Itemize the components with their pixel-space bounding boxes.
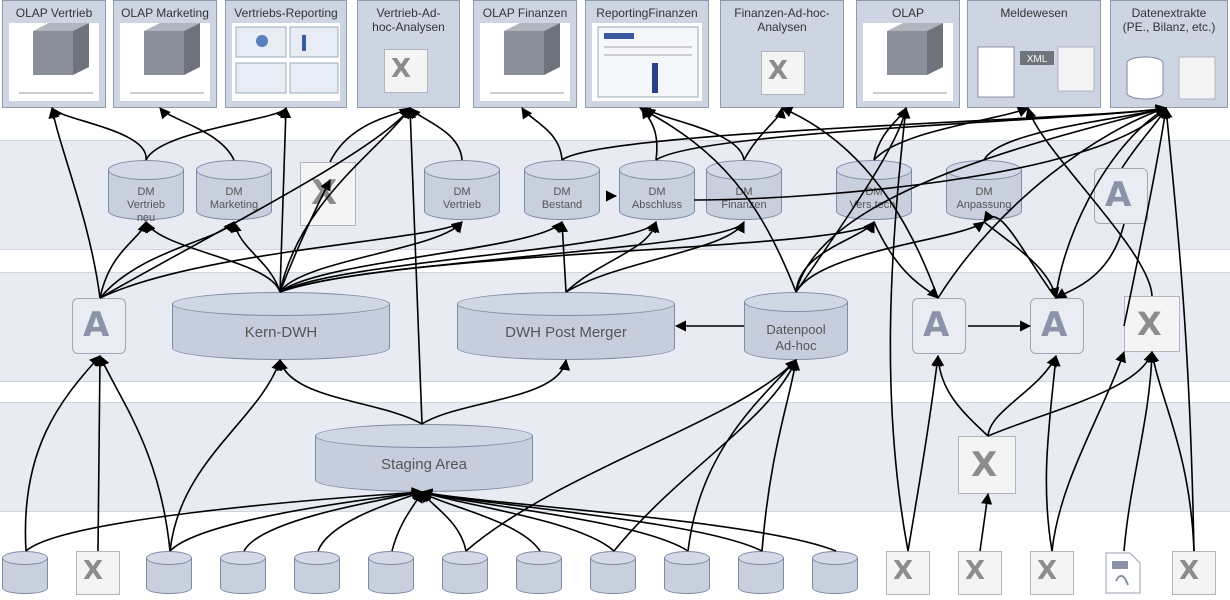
target-reporting-finanzen: ReportingFinanzen [585,0,709,108]
staging-area-cylinder: Staging Area [315,424,533,492]
excel-source-icon: X [958,551,1002,595]
target-olap-vertrieb: OLAP Vertrieb [2,0,106,108]
dm-marketing: DM Marketing [196,160,272,222]
target-label: OLAP Finanzen [482,6,568,20]
target-label: Datenextrakte (PE., Bilanz, etc.) [1122,6,1216,34]
xml-files-icon: XML [976,41,1096,106]
excel-source-icon: X [1172,551,1216,595]
excel-source-icon: X [76,551,120,595]
source-database [146,551,192,595]
staging-layer-band [0,402,1230,512]
excel-files-icon: X [761,51,805,95]
source-database [812,551,858,595]
target-label: Finanzen-Ad-hoc-Analysen [734,6,830,34]
target-vertriebs-reporting: Vertriebs-Reporting [225,0,347,108]
source-database [442,551,488,595]
dm-vertrieb-neu: DM Vertrieb neu [108,160,184,224]
kern-dwh-cylinder: Kern-DWH [172,292,390,360]
dm-vertrieb: DM Vertrieb [424,160,500,222]
access-db-icon: A [1094,168,1148,224]
target-datenextrakte: Datenextrakte (PE., Bilanz, etc.) [1110,0,1228,108]
database-excel-icon [1125,53,1219,108]
target-meldewesen: Meldewesen XML [967,0,1101,108]
target-label: OLAP Vertrieb [15,6,93,20]
target-label: Vertriebs-Reporting [234,6,338,20]
olap-cube-icon [9,23,99,101]
dwh-post-merger-cylinder: DWH Post Merger [457,292,675,360]
source-database [2,551,48,595]
report-dashboard-icon [232,23,340,101]
target-olap: OLAP [856,0,960,108]
source-database [220,551,266,595]
access-db-icon: A [912,298,966,354]
access-db-icon: A [72,298,126,354]
excel-files-icon: X [300,162,356,226]
olap-cube-icon [120,23,210,101]
dm-bestand: DM Bestand [524,160,600,222]
target-vertrieb-adhoc: Vertrieb-Ad-hoc-Analysen X [357,0,460,108]
excel-source-icon: X [1030,551,1074,595]
olap-cube-icon [863,23,953,101]
target-label: OLAP Marketing [121,6,209,20]
source-database [516,551,562,595]
target-label: Meldewesen [1000,6,1068,20]
target-label: Vertrieb-Ad-hoc-Analysen [372,6,445,34]
target-label: ReportingFinanzen [596,6,698,20]
target-label: OLAP [891,6,924,20]
target-finanzen-adhoc: Finanzen-Ad-hoc-Analysen X [720,0,844,108]
pdf-source-icon [1102,551,1142,600]
target-olap-finanzen: OLAP Finanzen [473,0,577,108]
source-database [590,551,636,595]
source-database [294,551,340,595]
source-database [738,551,784,595]
olap-cube-icon [480,23,570,101]
dm-abschluss: DM Abschluss [619,160,695,222]
svg-text:XML: XML [1027,54,1048,65]
excel-source-icon: X [886,551,930,595]
source-database [368,551,414,595]
report-dashboard-icon [592,23,702,101]
excel-files-icon: X [384,49,428,93]
source-database [664,551,710,595]
target-olap-marketing: OLAP Marketing [113,0,217,108]
